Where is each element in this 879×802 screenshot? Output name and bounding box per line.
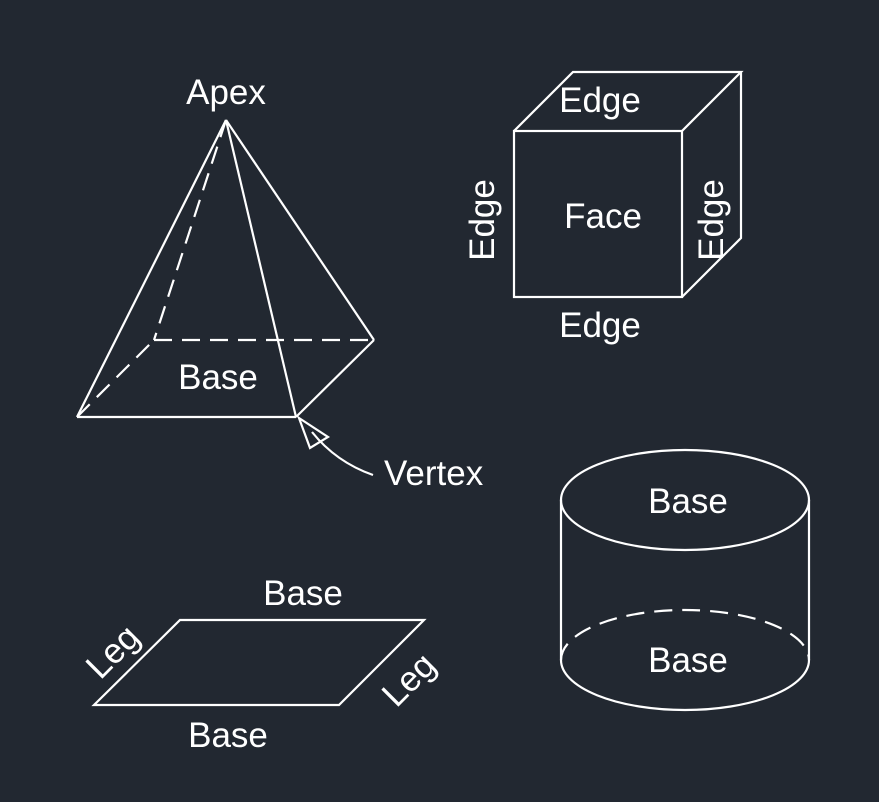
parallelogram-bottom-base-label: Base: [188, 716, 268, 755]
cube-edge-bottom-label: Edge: [559, 306, 641, 345]
cube-edge-left-label: Edge: [463, 179, 502, 261]
pyramid-vertex-label: Vertex: [384, 454, 484, 493]
parallelogram-left-leg-label: Leg: [78, 617, 147, 686]
cube-right-face: [681, 72, 743, 298]
vertex-arrow-head: [296, 415, 331, 450]
pyramid-lateral-edge-back-right: [225, 119, 375, 341]
pyramid-apex-label: Apex: [186, 73, 266, 112]
parallelogram-right-leg-label: Leg: [374, 645, 443, 714]
cube-edge-top-label: Edge: [559, 81, 641, 120]
parallelogram-top-base-label: Base: [263, 574, 343, 613]
cube-front-face: [512, 129, 684, 299]
cylinder-bottom-base-front: [559, 659, 811, 712]
pyramid: Apex Base Vertex: [76, 73, 484, 493]
pyramid-lateral-edge-front-left: [76, 119, 227, 418]
cylinder-bottom-base-back: [559, 608, 811, 661]
vertex-arrow-line: [311, 431, 374, 477]
pyramid-base-label: Base: [178, 358, 258, 397]
cylinder-bottom-base-label: Base: [648, 641, 728, 680]
cube-top-face: [513, 70, 744, 132]
cube-face-label: Face: [564, 197, 642, 236]
cube: Edge Face Edge Edge Edge: [463, 70, 744, 345]
cube-edge-right-label: Edge: [692, 179, 731, 261]
parallelogram: Base Base Leg Leg: [78, 574, 443, 755]
pyramid-lateral-edge-back-left: [152, 119, 228, 341]
cylinder: Base Base: [559, 448, 811, 712]
parallelogram-shape: [91, 618, 427, 707]
pyramid-base-right-edge: [295, 339, 375, 418]
pyramid-lateral-edge-front-right: [224, 119, 298, 418]
cylinder-top-base-label: Base: [648, 482, 728, 521]
pyramid-base-left-edge: [76, 339, 155, 418]
